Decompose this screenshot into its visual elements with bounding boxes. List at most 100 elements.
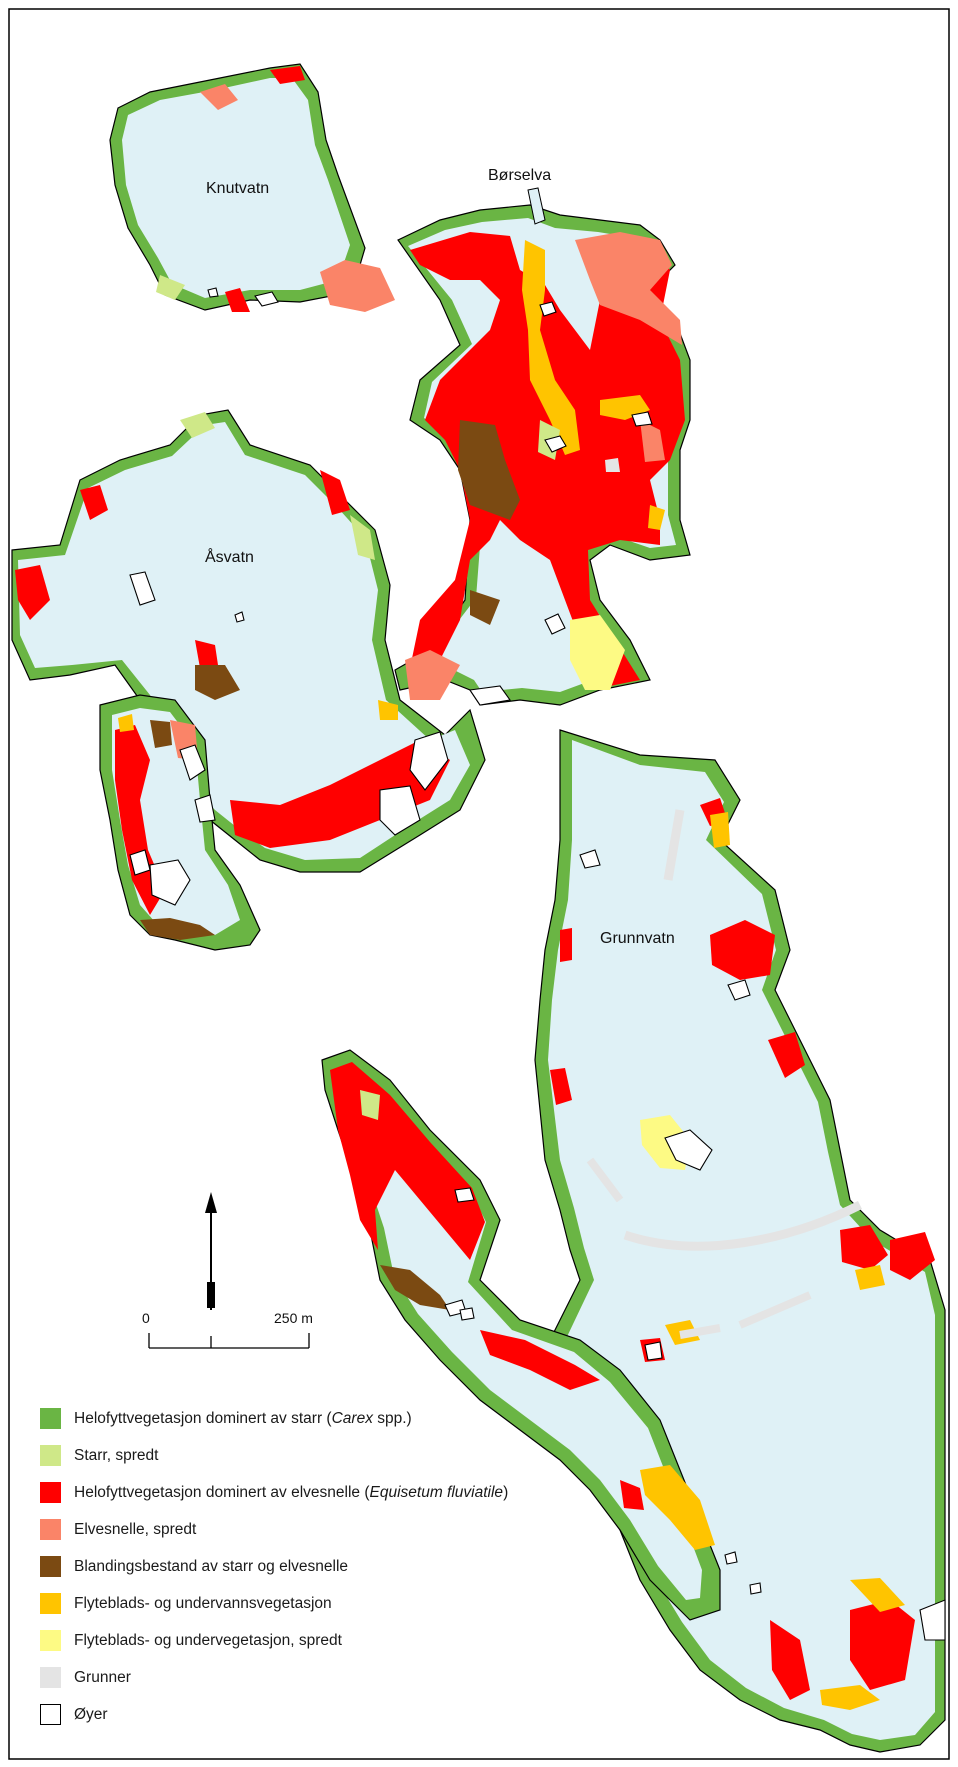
scale-label-start: 0	[142, 1310, 150, 1326]
legend-item-land: Øyer	[40, 1696, 640, 1733]
knutvatn-equisetum-patch	[270, 66, 305, 84]
legend-swatch	[40, 1704, 61, 1725]
island	[631, 411, 653, 427]
island	[539, 301, 557, 317]
label-grunnvatn: Grunnvatn	[600, 930, 675, 947]
knutvatn-carex-sparse-patch	[156, 275, 185, 300]
label-asvatn: Åsvatn	[205, 547, 254, 566]
legend-label-text: Helofyttvegetasjon dominert av starr (	[74, 1410, 332, 1427]
legend-label-text: Starr, spredt	[74, 1447, 159, 1464]
channel-floating-patch-2	[648, 505, 665, 530]
channel-equisetum-band	[410, 232, 685, 688]
island	[454, 1187, 475, 1203]
asvatn-equisetum-patch-3	[320, 470, 350, 515]
grunnvatn-equisetum-patch-3	[840, 1225, 888, 1270]
legend-item-equisetum-sparse: Elvesnelle, spredt	[40, 1511, 640, 1548]
legend-item-floating-sparse: Flyteblads- og undervegetasjon, spredt	[40, 1622, 640, 1659]
legend-label: Helofyttvegetasjon dominert av starr (Ca…	[74, 1408, 412, 1429]
legend-item-equisetum: Helofyttvegetasjon dominert av elvesnell…	[40, 1474, 640, 1511]
southwest-mixed-patch	[380, 1265, 450, 1310]
legend-label-suffix: spp.)	[372, 1410, 412, 1427]
legend-label: Flyteblads- og undervannsvegetasjon	[74, 1593, 332, 1614]
legend-label-text: Flyteblads- og undervegetasjon, spredt	[74, 1632, 342, 1649]
west-bay	[99, 694, 261, 951]
island	[644, 1341, 663, 1361]
grunnvatn-equisetum-patch	[710, 920, 775, 980]
channel-equisetum-sparse-patch-3	[640, 420, 665, 462]
legend-label: Grunner	[74, 1667, 131, 1688]
label-knutvatn: Knutvatn	[206, 180, 269, 197]
legend-swatch	[40, 1667, 61, 1688]
southwest-equisetum-patch	[480, 1330, 600, 1390]
grunnvatn-floating-patch-2	[855, 1265, 885, 1290]
north-arrow-icon	[205, 1192, 217, 1310]
island	[724, 1551, 738, 1565]
island	[919, 1599, 946, 1641]
island	[727, 979, 751, 1001]
asvatn-equisetum-patch-2	[80, 485, 108, 520]
grunnvatn-floating-patch	[710, 812, 730, 848]
island	[207, 287, 219, 298]
legend-item-carex-sparse: Starr, spredt	[40, 1437, 640, 1474]
grunnvatn-equisetum-patch-8	[850, 1600, 915, 1690]
asvatn-carex-sparse-patch-2	[350, 515, 375, 560]
island	[379, 785, 421, 836]
grunnvatn-equisetum-patch-6	[550, 1068, 572, 1105]
island	[544, 613, 566, 635]
legend-swatch	[40, 1630, 61, 1651]
legend-item-shallows: Grunner	[40, 1659, 640, 1696]
map-legend: Helofyttvegetasjon dominert av starr (Ca…	[40, 1400, 640, 1733]
island	[579, 849, 601, 869]
west-bay-mixed-patch-2	[150, 720, 172, 748]
island	[749, 1582, 762, 1595]
grunnvatn-shallows-band-5	[586, 1157, 624, 1203]
knutvatn-equisetum-sparse-patch-2	[200, 84, 238, 110]
legend-label-suffix: )	[503, 1484, 509, 1501]
asvatn-floating-patch	[378, 700, 398, 720]
channel-equisetum-sparse-patch	[575, 232, 682, 345]
scale-label-end: 250 m	[274, 1310, 313, 1326]
channel-equisetum-sparse-patch-2	[405, 650, 460, 700]
legend-label-text: Øyer	[74, 1706, 108, 1723]
grunnvatn-shallows-band-2	[738, 1291, 812, 1329]
grunnvatn-shallows-band	[623, 1200, 863, 1251]
grunnvatn-equisetum-patch-9	[770, 1620, 810, 1700]
legend-swatch	[40, 1408, 61, 1429]
island	[469, 685, 511, 706]
channel-floating-sparse-patch	[570, 615, 625, 690]
grunnvatn-equisetum-patch-10	[560, 928, 572, 962]
legend-label: Flyteblads- og undervegetasjon, spredt	[74, 1630, 342, 1651]
asvatn-equisetum-band	[230, 740, 450, 848]
scale-bar	[148, 1333, 310, 1349]
southwest-floating-patch	[640, 1465, 715, 1550]
legend-label: Elvesnelle, spredt	[74, 1519, 196, 1540]
island	[254, 291, 279, 307]
legend-label: Starr, spredt	[74, 1445, 158, 1466]
island	[409, 731, 449, 791]
southwest-equisetum-patch-2	[620, 1480, 644, 1510]
legend-label: Blandingsbestand av starr og elvesnelle	[74, 1556, 348, 1577]
legend-label-text: Helofyttvegetasjon dominert av elvesnell…	[74, 1484, 370, 1501]
grunnvatn-shallows-band-4	[663, 809, 685, 881]
channel-mixed-patch-2	[470, 590, 500, 625]
legend-label: Helofyttvegetasjon dominert av elvesnell…	[74, 1482, 508, 1503]
legend-label-italic: Carex	[331, 1410, 373, 1427]
grunnvatn-shallows-band-3	[679, 1324, 721, 1339]
legend-label-text: Flyteblads- og undervannsvegetasjon	[74, 1595, 332, 1612]
asvatn-equisetum-patch	[15, 565, 50, 620]
grunnvatn-equisetum-patch-2	[768, 1032, 805, 1078]
island	[234, 611, 245, 623]
island	[459, 1307, 475, 1321]
legend-label-italic: Equisetum fluviatile	[369, 1484, 504, 1501]
asvatn-equisetum-patch-4	[195, 640, 218, 668]
southwest-carex-sparse-patch	[360, 1090, 380, 1120]
island	[129, 571, 156, 606]
legend-item-mixed: Blandingsbestand av starr og elvesnelle	[40, 1548, 640, 1585]
west-bay-floating-patch	[118, 714, 134, 732]
label-borselva: Børselva	[488, 167, 551, 184]
asvatn-mixed-patch	[195, 665, 240, 700]
knutvatn-equisetum-patch-2	[225, 288, 250, 312]
channel-floating-band	[522, 240, 580, 455]
asvatn-carex-sparse-patch	[180, 412, 215, 438]
